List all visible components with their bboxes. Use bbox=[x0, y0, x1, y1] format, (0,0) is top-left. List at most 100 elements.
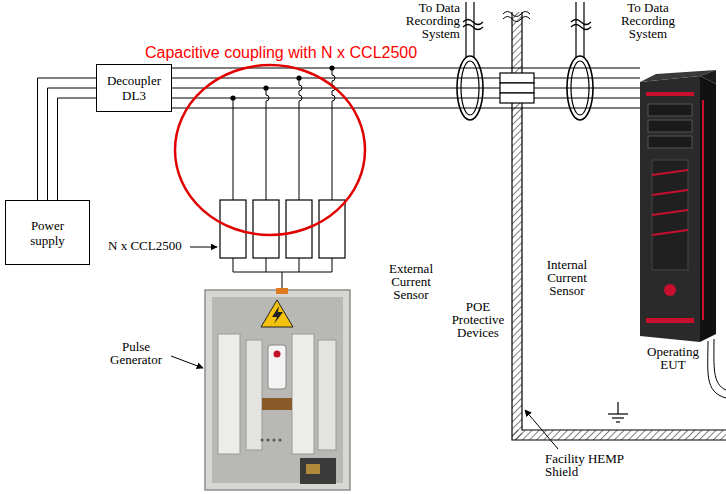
cable-conductor bbox=[58, 98, 97, 200]
tap-dots-part bbox=[296, 75, 301, 80]
part-label: Pulse Generator bbox=[104, 340, 168, 366]
eut-computer-part bbox=[664, 284, 676, 296]
coupler-bus-part bbox=[233, 258, 332, 292]
cable-conductor bbox=[48, 88, 97, 200]
coupler-capacitors-part bbox=[253, 200, 279, 258]
pulse-generator-photo-part bbox=[292, 334, 314, 454]
ground-symbol bbox=[608, 402, 628, 422]
hemp-shield-part bbox=[512, 12, 726, 440]
pulse-generator-photo-part bbox=[274, 351, 281, 358]
eut-computer-part bbox=[652, 170, 688, 235]
internal-current-sensor-part bbox=[571, 20, 591, 25]
tap-dots bbox=[230, 65, 334, 100]
eut-computer bbox=[640, 70, 716, 342]
pulse-generator-photo-part bbox=[273, 439, 276, 442]
cable-destination-label: To Data Recording System bbox=[612, 1, 684, 40]
pulse-generator-photo-part bbox=[318, 340, 336, 450]
hemp-shield-part bbox=[503, 12, 530, 17]
part-label: POE Protective Devices bbox=[447, 300, 509, 339]
pulse-generator-photo-part bbox=[268, 345, 286, 389]
power-cable-part bbox=[150, 108, 640, 109]
pulse-generator-photo-part bbox=[276, 288, 288, 294]
eut-computer-part bbox=[648, 120, 692, 132]
eut-computer-part bbox=[646, 92, 694, 96]
power-supply-box: Power supply bbox=[5, 200, 90, 265]
tap-dots-part bbox=[329, 65, 334, 70]
external-current-sensor-part bbox=[457, 56, 483, 120]
pulse-generator-photo-part bbox=[261, 300, 293, 327]
ground-symbol-part bbox=[608, 413, 628, 414]
external-current-sensor-part bbox=[463, 25, 483, 30]
tap-dots-part bbox=[230, 95, 235, 100]
external-current-sensor-part bbox=[473, 2, 474, 57]
hemp-shield bbox=[503, 12, 726, 441]
coupling-taps-part bbox=[299, 78, 302, 200]
pulse-generator-photo-part bbox=[272, 306, 283, 324]
eut-computer-part bbox=[700, 76, 716, 342]
eut-computer-part bbox=[648, 136, 692, 148]
eut-computer-part bbox=[700, 70, 716, 84]
pulse-generator-photo-part bbox=[267, 439, 270, 442]
part-label: N x CCL2500 bbox=[108, 239, 182, 252]
poe-devices-part bbox=[500, 83, 534, 93]
cable-conductor bbox=[38, 78, 97, 200]
tap-dots-part bbox=[263, 85, 268, 90]
poe-devices bbox=[500, 73, 534, 103]
coupling-taps-part bbox=[266, 88, 269, 200]
pulse-generator-photo-part bbox=[212, 297, 343, 483]
external-current-sensor-part bbox=[465, 2, 466, 57]
internal-current-sensor-part bbox=[571, 25, 591, 30]
ground-symbol-part bbox=[617, 402, 618, 414]
coupling-taps-part bbox=[233, 98, 234, 200]
leader-arrows-part bbox=[171, 356, 203, 368]
eut-computer-part bbox=[648, 104, 692, 116]
internal-current-sensor-part bbox=[567, 56, 593, 120]
ground-symbol-part bbox=[616, 421, 620, 422]
part-label: Operating EUT bbox=[640, 345, 706, 371]
eut-cable-part bbox=[708, 341, 726, 398]
eut-cable-part bbox=[714, 339, 726, 390]
eut-computer-part bbox=[646, 318, 694, 323]
eut-computer-part bbox=[702, 100, 704, 320]
internal-current-sensor bbox=[567, 2, 593, 120]
leader-arrows-part bbox=[525, 410, 558, 449]
cable-destination-label: To Data Recording System bbox=[393, 1, 460, 40]
eut-computer-part bbox=[640, 76, 700, 342]
part-label: External Current Sensor bbox=[380, 262, 442, 301]
pulse-generator-photo-part bbox=[279, 439, 282, 442]
cable-connector bbox=[38, 78, 97, 200]
external-current-sensor-part bbox=[461, 61, 479, 115]
poe-devices-part bbox=[500, 93, 534, 103]
highlight-ellipse bbox=[175, 65, 365, 235]
highlight-caption: Capacitive coupling with N x CCL2500 bbox=[145, 43, 417, 62]
hemp-shield-part bbox=[512, 430, 726, 440]
leader-arrows bbox=[171, 247, 558, 449]
coupler-bus bbox=[233, 258, 332, 292]
pulse-generator-photo-part bbox=[246, 340, 262, 450]
part-label: Internal Current Sensor bbox=[536, 258, 598, 297]
pulse-generator-photo-part bbox=[205, 290, 350, 490]
coupling-taps bbox=[233, 68, 335, 200]
node-text: Power supply bbox=[22, 218, 74, 248]
pulse-generator-photo-part bbox=[300, 458, 336, 484]
eut-cable bbox=[708, 339, 726, 398]
hemp-shield-part bbox=[503, 17, 530, 22]
coupler-capacitors-part bbox=[319, 200, 345, 258]
part-label: Facility HEMP Shield bbox=[545, 452, 625, 478]
ground-symbol-part bbox=[612, 417, 624, 418]
power-cable-part bbox=[150, 68, 640, 69]
pulse-generator-photo-part bbox=[261, 439, 264, 442]
external-current-sensor-part bbox=[463, 20, 483, 25]
pulse-generator-photo-part bbox=[306, 464, 320, 474]
pulse-generator-photo-part bbox=[218, 334, 240, 454]
power-cable-part bbox=[150, 98, 640, 99]
eut-computer-part bbox=[652, 160, 688, 270]
poe-devices-part bbox=[500, 73, 534, 83]
hemp-shield-part bbox=[522, 12, 726, 430]
node-text: Decoupler DL3 bbox=[103, 73, 165, 103]
pulse-generator-photo-part bbox=[262, 398, 292, 410]
pulse-generator-photo bbox=[205, 288, 350, 490]
power-cable-part bbox=[150, 78, 640, 79]
decoupler-box: Decoupler DL3 bbox=[96, 64, 172, 112]
internal-current-sensor-part bbox=[571, 61, 589, 115]
